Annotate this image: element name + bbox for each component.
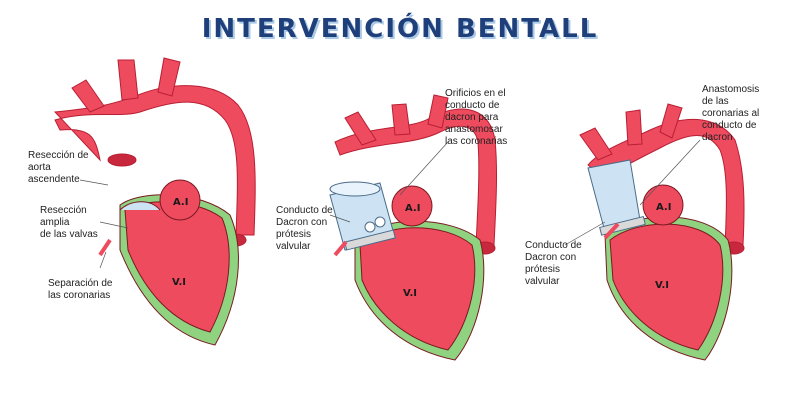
coronary-anastomosis-left — [603, 222, 620, 240]
ventricle-label-1: V.I — [172, 277, 186, 288]
atrium-label-2: A.I — [405, 203, 420, 214]
atrium-label-1: A.I — [173, 197, 188, 208]
label-coronary-separation: Separación de las coronarias — [48, 278, 113, 301]
label-conduit-1: Conducto de Dacron con prótesis valvular — [276, 205, 333, 252]
panel-2: A.I V.I — [329, 94, 498, 361]
heart — [354, 185, 485, 361]
panel-3: A.I V.I — [564, 103, 745, 361]
heart — [119, 179, 239, 346]
aortic-arch — [579, 103, 745, 255]
ventricle-label-2: V.I — [403, 288, 417, 299]
label-conduit-2: Conducto de Dacron con prótesis valvular — [525, 240, 582, 287]
panel-1: A.I V.I — [53, 57, 256, 346]
label-orifices: Orificios en el conducto de dacron para … — [445, 88, 508, 147]
coronary-stub-1 — [98, 238, 112, 257]
ventricle-label-3: V.I — [655, 280, 669, 291]
aortic-arch — [334, 94, 498, 255]
label-aorta-resection: Resección de aorta ascendente — [28, 150, 89, 185]
atrium-label-3: A.I — [656, 202, 671, 213]
coronary-stub-2 — [333, 240, 348, 257]
label-anastomosis: Anastomosis de las coronarias al conduct… — [702, 84, 760, 143]
page-title: INTERVENCIÓN BENTALL — [201, 14, 599, 44]
dacron-conduit — [329, 181, 396, 251]
coronary-stub-3 — [417, 230, 433, 238]
label-valve-resection: Resección amplia de las valvas — [40, 205, 98, 240]
coronary-anastomosis-right — [649, 212, 669, 222]
